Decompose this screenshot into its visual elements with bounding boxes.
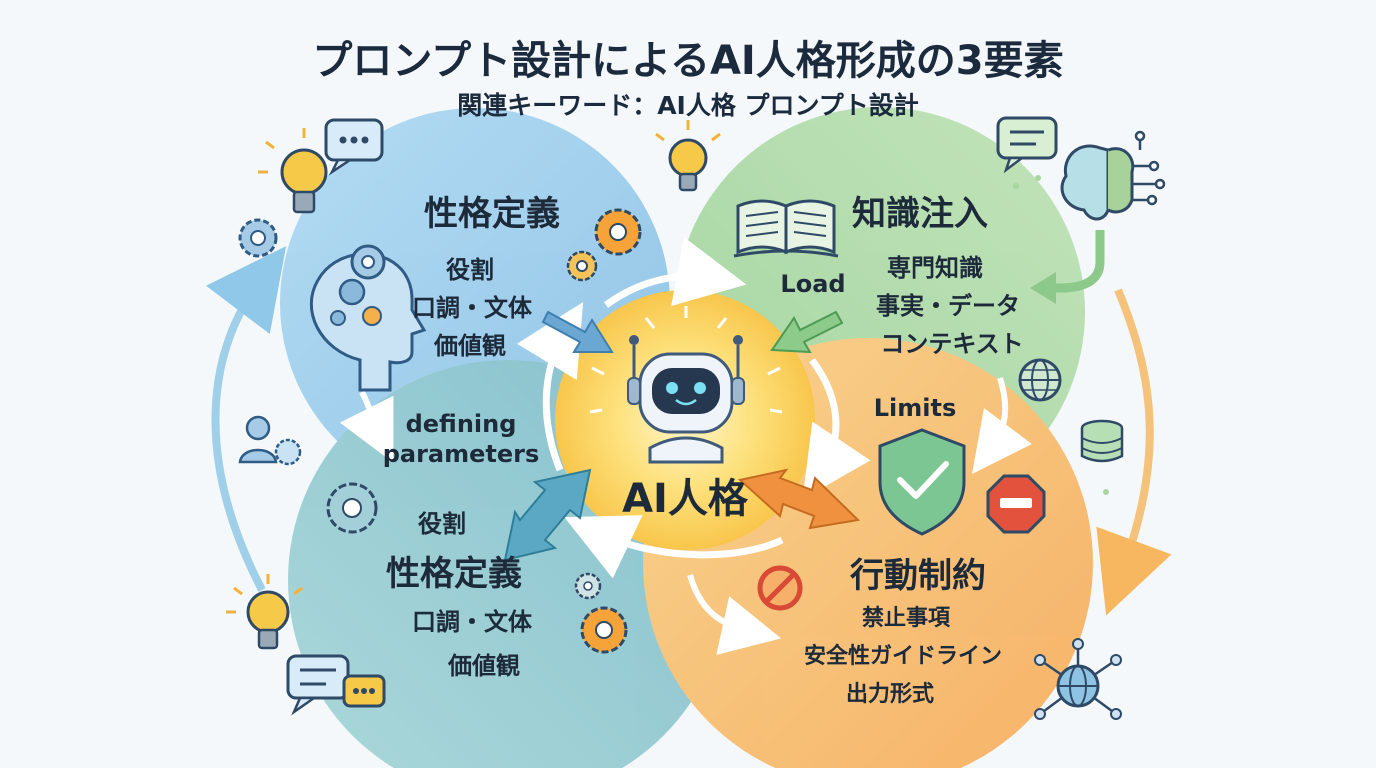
- defining-label-line2: parameters: [382, 440, 540, 468]
- globe-network-icon: [1034, 638, 1122, 720]
- gear-icon: [574, 572, 602, 600]
- arrow-knowledge-to-center: [770, 310, 844, 354]
- user-gear-icon: [238, 415, 302, 466]
- load-label: Load: [780, 270, 846, 298]
- head-gears-icon: [309, 252, 427, 392]
- book-icon: [733, 199, 839, 258]
- gear-icon: [566, 250, 598, 282]
- personality-bottom-item-2: 口調・文体: [412, 608, 532, 636]
- defining-label-line1: defining: [405, 410, 517, 438]
- brain-circuit-icon: [1060, 130, 1166, 221]
- personality-bottom-item-3: 価値観: [448, 652, 520, 680]
- center-ai-persona-label: AI人格: [622, 476, 748, 522]
- knowledge-item-3: コンテキスト: [880, 330, 1024, 358]
- chat-bubble-icon: [996, 116, 1058, 174]
- globe-network-icon: [1018, 358, 1062, 402]
- arrow-bidirectional-left: [503, 468, 592, 562]
- arrow-bidirectional-right: [737, 468, 861, 530]
- shield-check-icon: [878, 428, 966, 536]
- cycle-arrow-right: [802, 357, 871, 500]
- knowledge-title: 知識注入: [852, 194, 988, 234]
- gear-icon: [580, 606, 628, 654]
- lightbulb-icon: [226, 574, 303, 650]
- arrow-brain-to-knowledge: [1048, 230, 1105, 293]
- no-entry-icon: [757, 565, 803, 611]
- personality-top-item-1: 役割: [446, 256, 494, 284]
- lightbulb-icon: [655, 120, 721, 192]
- personality-bottom-title: 性格定義: [386, 554, 522, 594]
- page-subtitle: 関連キーワード：AI人格 プロンプト設計: [457, 91, 919, 120]
- gear-icon: [594, 208, 642, 256]
- personality-top-item-3: 価値観: [434, 332, 506, 360]
- outer-arrow-right: [1096, 288, 1172, 616]
- cycle-arrow-top: [603, 237, 747, 308]
- cycle-arrow-bottom: [564, 515, 784, 579]
- outer-arrow-left: [205, 246, 287, 592]
- knowledge-item-1: 専門知識: [887, 254, 983, 282]
- cycle-arrow-left: [516, 302, 584, 472]
- gear-icon: [350, 244, 386, 280]
- personality-bottom-item-1: 役割: [418, 510, 466, 538]
- gear-icon: [238, 218, 278, 258]
- page-title: プロンプト設計によるAI人格形成の3要素: [312, 38, 1064, 84]
- constraints-item-3: 出力形式: [845, 682, 934, 707]
- arrow-left-flow: [339, 390, 394, 463]
- constraints-item-2: 安全性ガイドライン: [803, 644, 1002, 669]
- personality-top-item-2: 口調・文体: [412, 294, 532, 322]
- database-icon: [1080, 419, 1124, 463]
- robot-glow-rays: [589, 306, 783, 414]
- constraints-item-1: 禁止事項: [861, 606, 950, 631]
- gear-icon: [326, 482, 378, 534]
- constraints-title: 行動制約: [850, 556, 986, 596]
- chat-bubble-icon: [324, 118, 384, 176]
- stop-sign-icon: [986, 474, 1046, 534]
- arrow-bottom-flow: [687, 574, 782, 655]
- arrow-right-flow: [972, 377, 1032, 475]
- chat-bubble-icon: [342, 674, 386, 708]
- knowledge-item-2: 事実・データ: [876, 292, 1020, 320]
- arrow-personality-to-center: [541, 310, 614, 353]
- limits-label: Limits: [873, 394, 957, 422]
- personality-top-title: 性格定義: [424, 194, 560, 234]
- robot-icon: [627, 335, 745, 464]
- decorative-dots: [1013, 175, 1109, 495]
